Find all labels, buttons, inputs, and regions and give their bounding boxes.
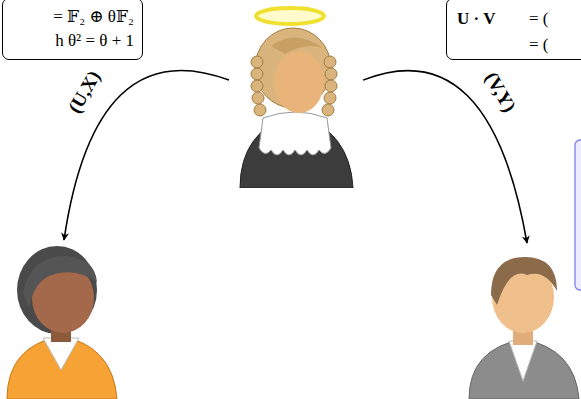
equation-part: = ( xyxy=(529,7,549,31)
field-definition-box: = 𝔽₂ ⊕ θ𝔽₂h θ² = θ + 1 xyxy=(2,0,143,60)
info-panel-edge xyxy=(575,140,581,290)
woman-icon xyxy=(3,242,121,399)
product-box: U · V = (= ( xyxy=(446,0,581,60)
equation-line: = 𝔽₂ ⊕ θ𝔽₂ xyxy=(11,5,134,29)
judge-icon xyxy=(235,2,357,188)
equation-part: = ( xyxy=(529,33,549,57)
message-label: (V,Y) xyxy=(480,67,521,117)
product-term: U · V xyxy=(457,7,495,31)
woman-figure xyxy=(3,242,121,399)
man-icon xyxy=(465,245,581,399)
man-figure xyxy=(465,245,581,399)
equation-line: h θ² = θ + 1 xyxy=(11,29,134,53)
message-label: (U,X) xyxy=(63,66,105,118)
judge-figure xyxy=(235,2,357,188)
